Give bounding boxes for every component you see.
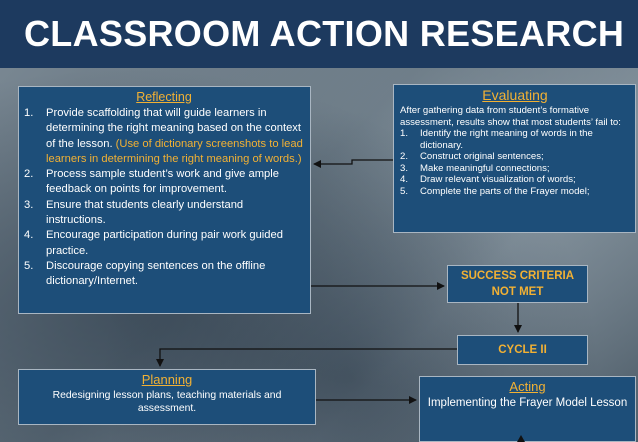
planning-box: Planning Redesigning lesson plans, teach… bbox=[18, 369, 316, 425]
item-text: Make meaningful connections; bbox=[420, 162, 550, 174]
item-number: 4. bbox=[400, 174, 409, 186]
list-item: 2. Process sample student’s work and give… bbox=[24, 167, 304, 198]
item-text: Construct original sentences; bbox=[420, 151, 544, 163]
item-text: Process sample student’s work and give a… bbox=[46, 168, 279, 196]
list-item: 5. Discourage copying sentences on the of… bbox=[24, 259, 304, 290]
item-text: Encourage participation during pair work… bbox=[46, 229, 283, 257]
item-text: Ensure that students clearly understand … bbox=[46, 198, 244, 227]
list-item: 1. Identify the right meaning of words in… bbox=[400, 128, 630, 151]
item-highlight: (Use of dictionary screenshots to lead l… bbox=[46, 137, 303, 165]
reflecting-list: 1. Provide scaffolding that will guide le… bbox=[24, 106, 304, 290]
list-item: 3. Make meaningful connections; bbox=[400, 163, 630, 175]
list-item: 5. Complete the parts of the Frayer model… bbox=[400, 186, 630, 198]
success-criteria-line2: NOT MET bbox=[491, 286, 544, 298]
success-criteria-box: SUCCESS CRITERIA NOT MET bbox=[447, 265, 588, 303]
acting-box: Acting Implementing the Frayer Model Les… bbox=[419, 376, 636, 442]
evaluating-box: Evaluating After gathering data from stu… bbox=[393, 84, 636, 233]
cycle-box: CYCLE II bbox=[457, 335, 588, 365]
item-text: Provide scaffolding that will guide lear… bbox=[46, 107, 301, 150]
planning-heading: Planning bbox=[141, 372, 193, 387]
list-item: 4. Encourage participation during pair wo… bbox=[24, 228, 304, 259]
item-number: 2. bbox=[400, 151, 409, 163]
list-item: 1. Provide scaffolding that will guide le… bbox=[24, 106, 304, 167]
item-text: Complete the parts of the Frayer model; bbox=[420, 185, 590, 197]
item-text: Identify the right meaning of words in t… bbox=[420, 128, 593, 151]
reflecting-box: Reflecting 1. Provide scaffolding that wi… bbox=[18, 86, 311, 314]
reflecting-heading: Reflecting bbox=[136, 90, 192, 104]
item-number: 5. bbox=[400, 185, 409, 197]
acting-description: Implementing the Frayer Model Lesson bbox=[427, 397, 628, 409]
list-item: 2. Construct original sentences; bbox=[400, 151, 630, 163]
slide-title: CLASSROOM ACTION RESEARCH bbox=[24, 13, 625, 54]
item-number: 2. bbox=[24, 168, 34, 181]
item-text: Draw relevant visualization of words; bbox=[420, 174, 576, 186]
list-item: 4. Draw relevant visualization of words; bbox=[400, 174, 630, 186]
list-item: 3. Ensure that students clearly understan… bbox=[24, 198, 304, 229]
arrow-evaluating-to-reflecting bbox=[313, 159, 393, 168]
item-number: 1. bbox=[24, 107, 34, 119]
item-text: Discourage copying sentences on the offl… bbox=[46, 259, 266, 288]
title-bar: CLASSROOM ACTION RESEARCH bbox=[0, 0, 638, 68]
planning-description: Redesigning lesson plans, teaching mater… bbox=[52, 390, 282, 414]
item-number: 3. bbox=[24, 198, 34, 211]
item-number: 1. bbox=[400, 128, 409, 139]
item-number: 3. bbox=[400, 162, 409, 174]
success-criteria-line1: SUCCESS CRITERIA bbox=[460, 270, 575, 282]
item-number: 5. bbox=[24, 259, 34, 272]
arrow-cycle-to-planning bbox=[156, 348, 457, 367]
acting-heading: Acting bbox=[509, 379, 546, 394]
evaluating-intro: After gathering data from student’s form… bbox=[400, 105, 621, 128]
evaluating-heading: Evaluating bbox=[482, 87, 548, 103]
arrow-acting-down bbox=[517, 435, 525, 442]
evaluating-list: 1. Identify the right meaning of words in… bbox=[400, 128, 630, 198]
item-number: 4. bbox=[24, 229, 34, 242]
